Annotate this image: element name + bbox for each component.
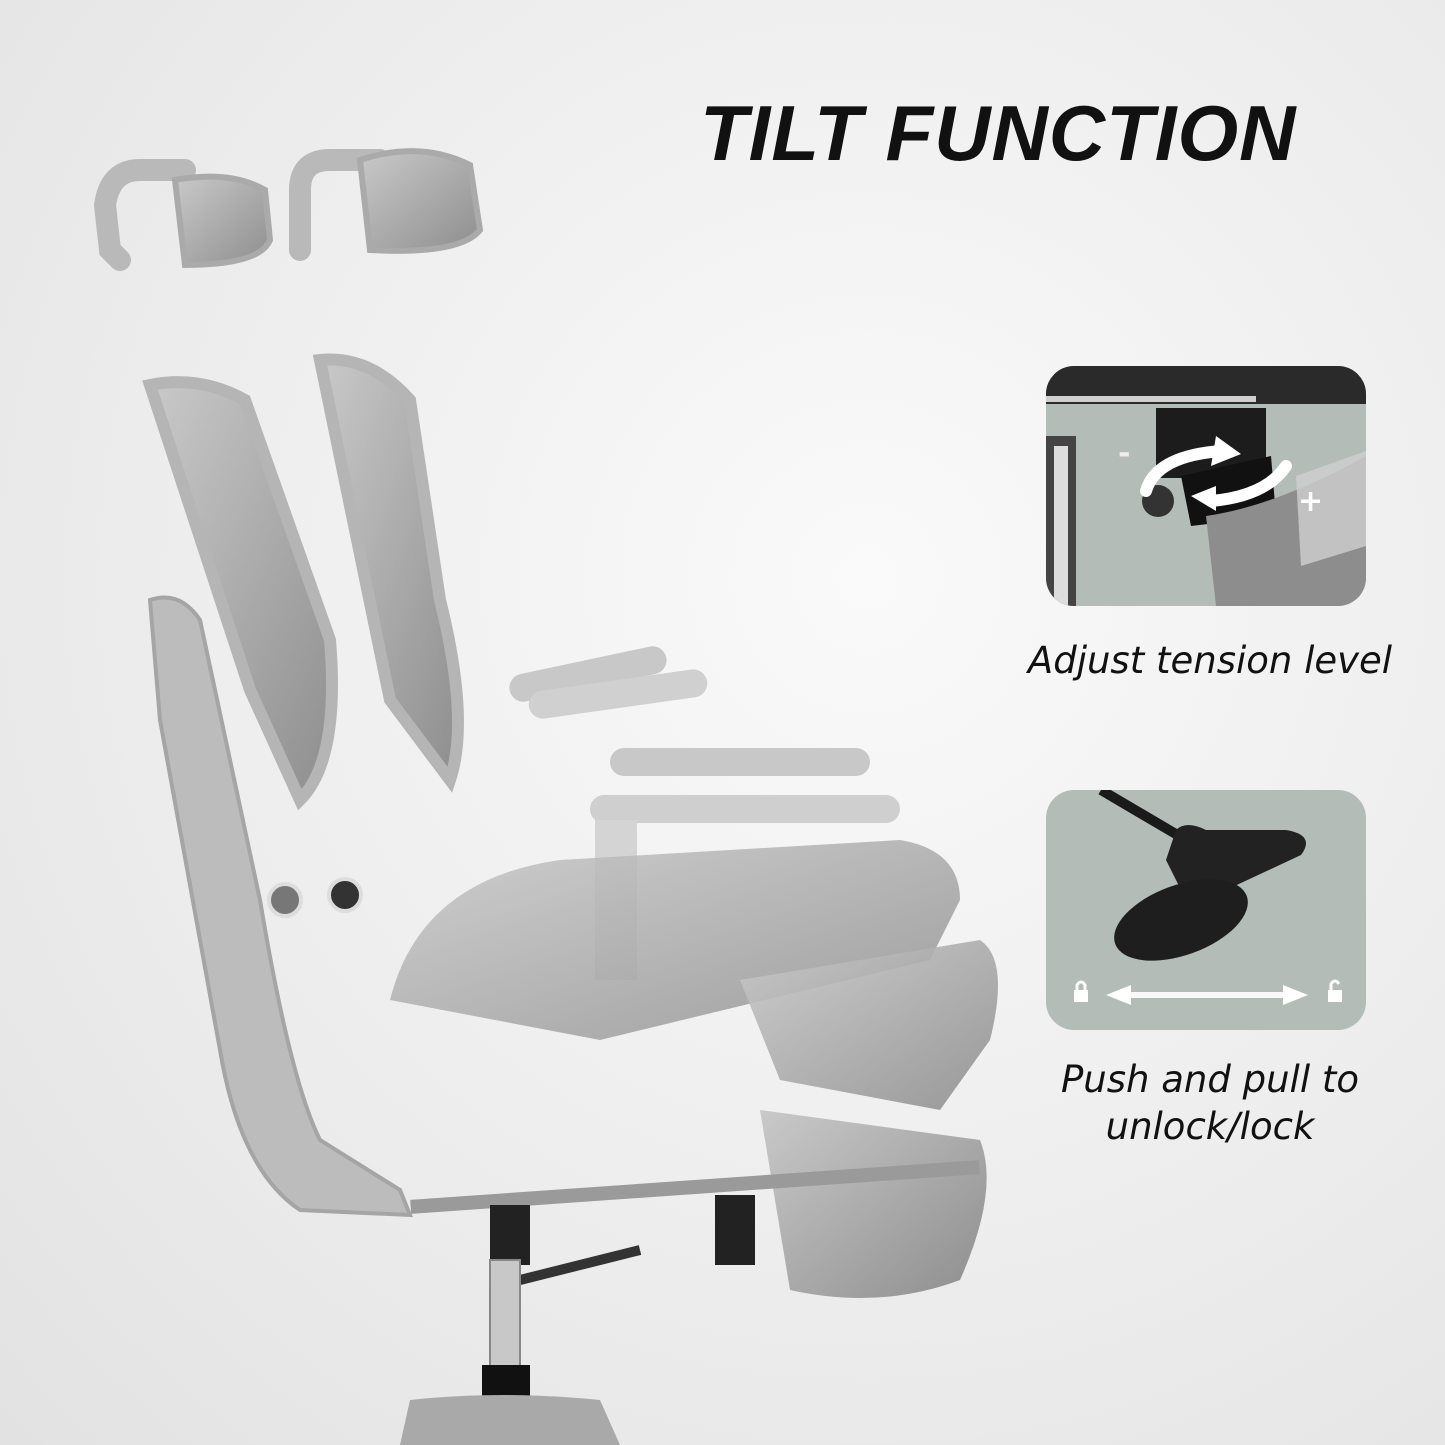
tension-knob-panel: - +	[1046, 366, 1366, 606]
lock-caption-line1: Push and pull to	[1060, 1058, 1360, 1101]
page-title: TILT FUNCTION	[700, 89, 1297, 177]
rotate-arrows-icon	[1140, 445, 1292, 507]
knob	[327, 877, 363, 913]
plus-symbol: +	[1298, 484, 1324, 519]
headrest	[93, 149, 391, 271]
tilt-lever-photo	[1074, 790, 1342, 1005]
tension-knob-photo	[1046, 366, 1366, 606]
lock-caption: Push and pull to unlock/lock	[1000, 1056, 1420, 1150]
double-arrow-icon	[1106, 985, 1308, 1005]
minus-symbol: -	[1118, 436, 1131, 471]
tension-caption: Adjust tension level	[1027, 639, 1393, 682]
lock-caption-line2: unlock/lock	[1105, 1105, 1315, 1148]
knob	[267, 882, 303, 918]
unlock-icon	[1328, 979, 1342, 1002]
tilt-lock-panel	[1046, 790, 1366, 1030]
chair-photo	[93, 148, 998, 1445]
lock-icon	[1074, 980, 1088, 1002]
